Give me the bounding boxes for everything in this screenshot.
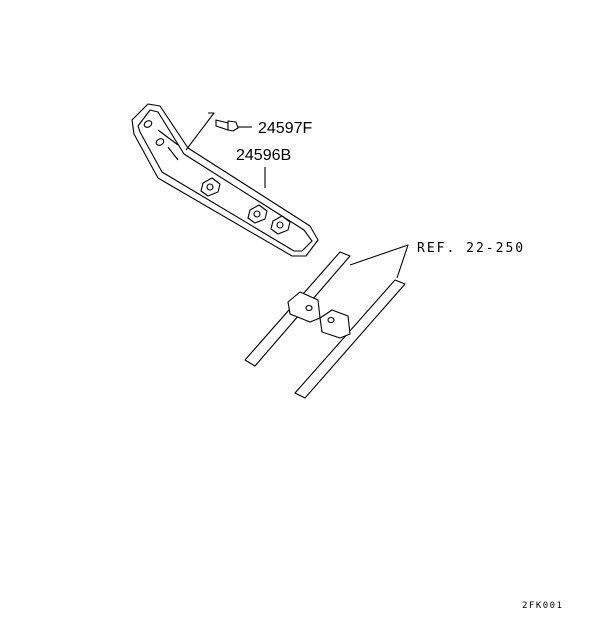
callout-hoses-ref: REF. 22-250	[417, 241, 526, 256]
bolt-part	[185, 112, 252, 151]
callout-bolt: 24597F	[258, 120, 313, 137]
nut-icon	[270, 215, 291, 235]
callout-bracket: 24596B	[236, 147, 292, 164]
hose-pair	[244, 244, 409, 399]
figure-code: 2FK001	[522, 601, 564, 611]
nut-icon	[200, 177, 221, 197]
nut-icon	[247, 204, 268, 224]
bracket-part	[131, 103, 319, 257]
